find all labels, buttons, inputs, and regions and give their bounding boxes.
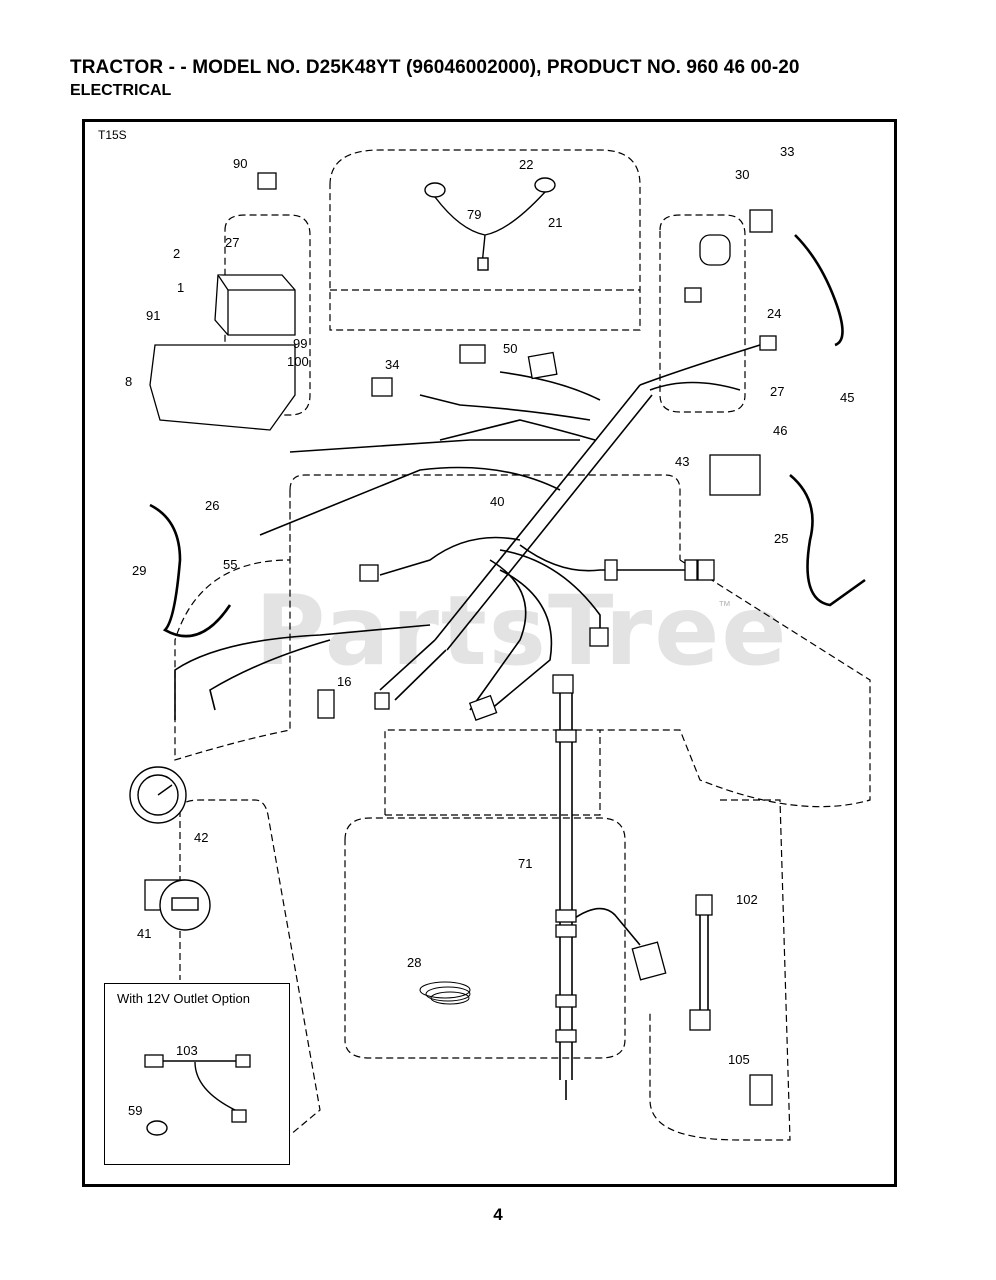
callout-105: 105 <box>728 1052 750 1067</box>
connector-102-icon <box>695 894 713 916</box>
harness-71 <box>559 680 709 1100</box>
connector-icon <box>759 335 777 351</box>
callout-16: 16 <box>337 674 351 689</box>
callout-27b: 27 <box>770 384 784 399</box>
callout-28: 29 <box>132 563 146 578</box>
diagram-code: T15S <box>98 128 127 142</box>
module-icon <box>527 351 558 380</box>
callout-42: 45 <box>840 390 854 405</box>
connector-icon <box>374 692 390 710</box>
clip-icon <box>555 909 577 923</box>
connector-icon <box>589 627 609 647</box>
battery-cables <box>149 234 866 638</box>
wire-coil-29-icon <box>419 981 471 1005</box>
connector-icon <box>231 1109 247 1123</box>
page-header: TRACTOR - - MODEL NO. D25K48YT (96046002… <box>70 56 950 102</box>
callout-90: 90 <box>233 156 247 171</box>
connector-icon <box>604 559 618 581</box>
callout-1: 1 <box>177 280 184 295</box>
callout-labels: 90 22 79 21 30 33 27 2 1 91 99 100 8 34 … <box>125 144 854 1118</box>
callout-24: 24 <box>767 306 781 321</box>
switch-16-icon <box>317 689 335 719</box>
callout-59: 59 <box>128 1103 142 1118</box>
outlet-connector-icon <box>631 941 667 981</box>
callout-43: 46 <box>773 423 787 438</box>
callout-29: 28 <box>407 955 421 970</box>
callout-26: 26 <box>205 498 219 513</box>
option-box-title: With 12V Outlet Option <box>117 991 250 1006</box>
diagram-frame <box>82 119 897 1187</box>
callout-91: 91 <box>146 308 160 323</box>
switch-50-icon <box>459 344 486 364</box>
callout-33: 33 <box>780 144 794 159</box>
hour-meter-face-icon <box>159 879 211 931</box>
callout-50: 50 <box>503 341 517 356</box>
callout-99: 99 <box>293 336 307 351</box>
callout-27a: 27 <box>225 235 239 250</box>
connector-icon <box>468 694 498 721</box>
callout-102: 102 <box>736 892 758 907</box>
callout-71: 71 <box>518 856 532 871</box>
solenoid-43-icon <box>709 454 761 496</box>
watermark: PartsTree <box>255 575 789 687</box>
callout-79: 79 <box>467 207 481 222</box>
headlight-harness <box>424 177 556 271</box>
clip-icon <box>555 1029 577 1043</box>
callout-55: 55 <box>223 557 237 572</box>
components <box>144 172 777 1123</box>
connector-icon <box>684 287 702 303</box>
connector-90-icon <box>257 172 277 190</box>
callout-2: 2 <box>173 246 180 261</box>
callout-103: 103 <box>176 1043 198 1058</box>
main-harness <box>174 344 761 720</box>
battery-tray-icon <box>149 344 296 431</box>
watermark-tm: ™ <box>718 598 731 613</box>
callout-46: 41 <box>137 926 151 941</box>
fuse-33-icon <box>749 209 773 233</box>
connector-icon <box>697 559 715 581</box>
callout-41: 43 <box>675 454 689 469</box>
callout-40: 40 <box>490 494 504 509</box>
clip-icon <box>555 924 577 938</box>
page-title: TRACTOR - - MODEL NO. D25K48YT (96046002… <box>70 57 800 78</box>
callout-45: 42 <box>194 830 208 845</box>
clip-icon <box>555 729 577 743</box>
gauge-45-icon <box>129 766 187 824</box>
callout-22: 22 <box>519 157 533 172</box>
connector-icon <box>552 674 574 694</box>
clip-icon <box>555 994 577 1008</box>
page-number: 4 <box>493 1205 503 1224</box>
connector-34-icon <box>371 377 393 397</box>
connector-icon <box>684 559 698 581</box>
connector-icon <box>359 564 379 582</box>
connector-icon <box>689 1009 711 1031</box>
switch-105-icon <box>749 1074 773 1106</box>
ignition-switch-30-icon <box>699 234 731 266</box>
option-box-12v: With 12V Outlet Option <box>104 983 290 1165</box>
callout-8: 8 <box>125 374 132 389</box>
callout-100: 100 <box>287 354 309 369</box>
callout-30: 30 <box>735 167 749 182</box>
callout-25: 25 <box>774 531 788 546</box>
page-subtitle: ELECTRICAL <box>70 82 172 99</box>
option-harness-103 <box>146 1060 236 1136</box>
callout-34: 34 <box>385 357 399 372</box>
callout-21: 21 <box>548 215 562 230</box>
